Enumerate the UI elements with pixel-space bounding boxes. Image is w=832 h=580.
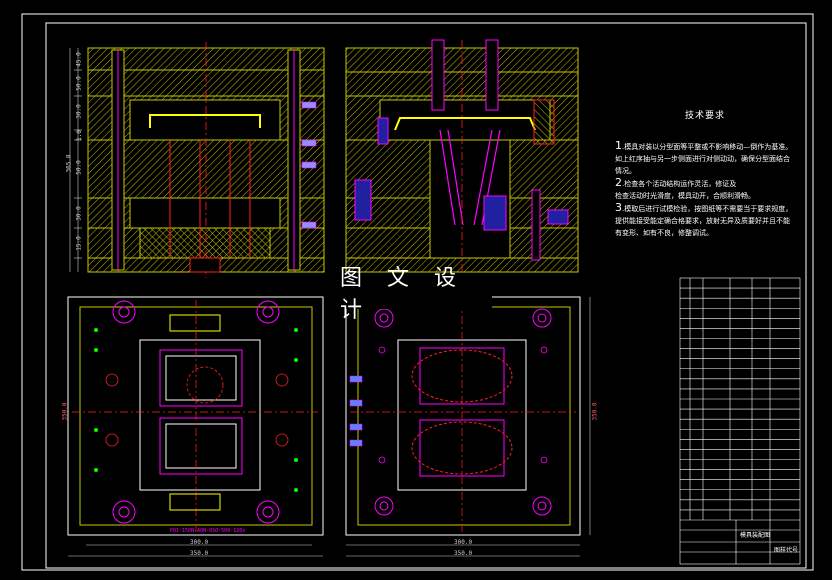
- section-view-left: [69, 42, 325, 278]
- dim-plan-left: 350.0: [61, 402, 69, 421]
- dim-label: 30.0: [75, 104, 83, 119]
- tech-title: 技术要求: [684, 111, 725, 121]
- section-view-right: [345, 39, 579, 278]
- technical-requirements: 技术要求 1.模具对装以分型面等平整或不影响移动—倒作为基准。 如上红序抽与另一…: [615, 110, 795, 239]
- tech-line-7: 有变形、如有不良，修整调试。: [615, 229, 713, 237]
- tech-line-6: 提供能接受能定确合格要求，放射无异及质要好并且不能: [615, 217, 790, 225]
- dim-bottom-left-a: 300.0: [190, 539, 209, 546]
- plan-view-left: [67, 296, 324, 557]
- tech-line-3: 2.检查各个活动结构运作灵活，修证及: [615, 176, 737, 189]
- dim-label: 1.0: [75, 130, 83, 141]
- dim-bottom-right-b: 350.0: [454, 550, 473, 557]
- tech-line-2: 如上红序抽与另一步侧面进行对侧动动，确保分型面结合情况。: [615, 155, 790, 175]
- plan-note: PO1-15ON-AON-0SO-500-120s: [170, 528, 246, 534]
- plan-view-right: [345, 296, 591, 557]
- dim-label: 15.0: [75, 236, 83, 251]
- dim-bottom-left-b: 350.0: [190, 550, 209, 557]
- dim-bottom-right-a: 300.0: [454, 539, 473, 546]
- dim-total: 365.0: [65, 154, 73, 173]
- outer-frame: [21, 13, 814, 571]
- dim-plan-right: 350.0: [591, 402, 599, 421]
- dim-label: 45.0: [75, 52, 83, 67]
- drawing-name: 模具装配图: [740, 532, 771, 539]
- inner-frame: [45, 22, 807, 569]
- drawing-number: 图样代号: [774, 547, 799, 554]
- dim-label: 30.0: [75, 206, 83, 221]
- dim-label: 50.0: [75, 160, 83, 175]
- title-block: [679, 277, 801, 565]
- tech-line-5: 3.模取后进行试模检验，按图纸等不需要当于要求规度，: [615, 201, 793, 214]
- tech-line-4: 检查活动时光滑度，模具动开，合顺利滑畅。: [615, 192, 755, 200]
- dim-label: 50.0: [75, 76, 83, 91]
- tech-line-1: 1.模具对装以分型面等平整或不影响移动—倒作为基准。: [615, 139, 793, 152]
- watermark-label: 图 文 设 计: [340, 266, 492, 323]
